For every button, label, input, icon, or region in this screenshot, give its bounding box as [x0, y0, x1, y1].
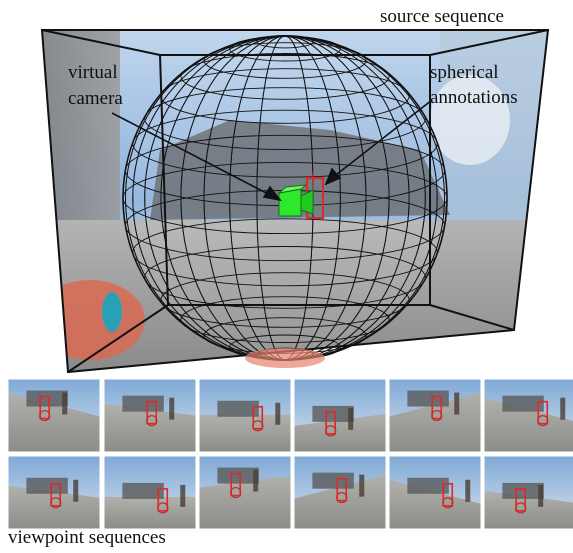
thumbnail-annotation-box	[39, 395, 51, 420]
thumbnail-annotation-box	[146, 400, 158, 425]
thumbnail-annotation-box	[252, 405, 264, 430]
virtual-camera-icon	[277, 184, 314, 217]
viewpoint-thumbnail	[198, 378, 292, 453]
viewpoint-thumbnail	[388, 378, 482, 453]
camera-arrow	[111, 112, 273, 197]
spherical-annotations-label-line2: annotations	[430, 87, 518, 108]
thumbnail-annotation-box	[157, 488, 169, 512]
thumbnail-annotation-box	[50, 482, 62, 507]
sphere-latitude-line	[180, 53, 390, 100]
viewpoint-sequences-label: viewpoint sequences	[8, 527, 166, 548]
thumbnail-annotation-box	[442, 482, 454, 507]
sphere-latitude-line	[144, 87, 426, 150]
annotation-arrowhead	[324, 167, 342, 186]
camera-arrowhead	[262, 185, 282, 202]
viewpoint-thumbnail	[483, 378, 573, 453]
viewpoint-thumbnail	[103, 378, 197, 453]
viewpoint-thumbnail	[388, 455, 482, 530]
viewpoint-thumbnail	[293, 455, 387, 530]
source-sequence-label: source sequence	[380, 6, 504, 27]
viewpoint-thumbnail	[7, 455, 101, 530]
spherical-annotations-label-line1: spherical	[430, 62, 499, 83]
sphere-latitude-line	[144, 246, 426, 309]
thumbnail-annotation-box	[230, 472, 241, 497]
virtual-camera-label-line1: virtual	[68, 62, 118, 83]
thumbnail-annotation-box	[537, 400, 549, 425]
sphere-pole	[245, 348, 325, 368]
arrows	[111, 99, 433, 202]
viewpoint-thumbnail	[198, 455, 292, 530]
viewpoint-thumbnail	[293, 378, 387, 453]
viewpoint-thumbnail	[103, 455, 197, 530]
viewpoint-thumbnail	[483, 455, 573, 530]
thumbnail-annotation-box	[431, 395, 443, 420]
viewpoint-thumbnail	[7, 378, 101, 453]
sphere-latitude-line	[180, 296, 390, 343]
thumbnail-annotation-box	[325, 411, 337, 435]
annotation-arrow	[331, 99, 433, 179]
thumbnail-annotation-box	[515, 488, 527, 512]
viewpoint-thumbnails	[7, 378, 573, 530]
virtual-camera-label-line2: camera	[68, 88, 123, 109]
thumbnail-annotation-box	[336, 477, 348, 502]
